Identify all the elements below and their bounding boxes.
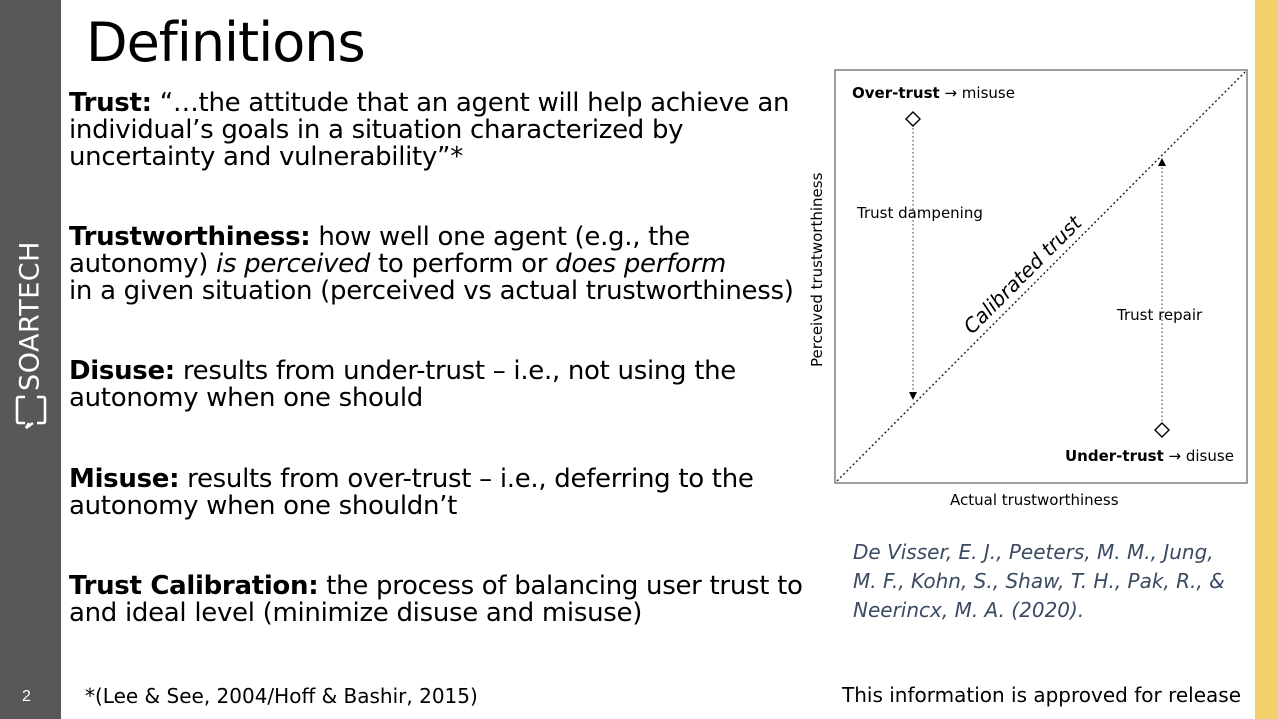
term-label: Misuse: xyxy=(69,464,180,494)
under-trust-label: Under-trust → disuse xyxy=(1065,447,1234,465)
calibration-diagonal-line xyxy=(836,71,1246,482)
definition-trust: Trust: “…the attitude that an agent will… xyxy=(69,90,809,171)
term-label: Disuse: xyxy=(69,356,175,386)
under-trust-consequence: → disuse xyxy=(1169,447,1234,465)
definition-misuse: Misuse: results from over-trust – i.e., … xyxy=(69,466,809,520)
trust-repair-label: Trust repair xyxy=(1116,306,1203,324)
trust-dampening-label: Trust dampening xyxy=(856,204,983,222)
definition-trustworthiness: Trustworthiness: how well one agent (e.g… xyxy=(69,224,809,305)
slide-title: Definitions xyxy=(86,11,366,74)
over-trust-label: Over-trust → misuse xyxy=(852,84,1015,102)
over-trust-term: Over-trust xyxy=(852,84,940,102)
right-accent-bar xyxy=(1255,0,1277,719)
definition-line: results from under-trust – i.e., not usi… xyxy=(182,356,736,386)
term-label: Trust: xyxy=(69,88,152,118)
over-trust-consequence: → misuse xyxy=(944,84,1014,102)
footnote: *(Lee & See, 2004/Hoff & Bashir, 2015) xyxy=(85,684,478,708)
definition-line: in a given situation (perceived vs actua… xyxy=(69,276,794,306)
term-label: Trustworthiness: xyxy=(69,222,311,252)
definition-text: to perform or xyxy=(370,249,556,279)
left-sidebar: SOARTECH 2 xyxy=(0,0,61,719)
definition-line: results from over-trust – i.e., deferrin… xyxy=(187,464,754,494)
citation-line: Neerincx, M. A. (2020). xyxy=(853,598,1085,622)
y-axis-label: Perceived trustworthiness xyxy=(808,172,826,367)
definition-emphasis: does perform xyxy=(555,249,727,279)
brand-wordmark: SOARTECH xyxy=(14,241,46,391)
definition-disuse: Disuse: results from under-trust – i.e.,… xyxy=(69,358,809,412)
dampening-arrowhead-icon xyxy=(909,392,917,400)
figure-citation: De Visser, E. J., Peeters, M. M., Jung, … xyxy=(853,538,1233,625)
term-label: Trust Calibration: xyxy=(69,571,319,601)
under-trust-marker xyxy=(1154,422,1170,438)
citation-line: De Visser, E. J., Peeters, M. M., Jung, xyxy=(853,540,1214,564)
definition-line: autonomy when one shouldn’t xyxy=(69,491,457,521)
release-notice: This information is approved for release xyxy=(842,683,1241,707)
x-axis-label: Actual trustworthiness xyxy=(950,491,1119,509)
over-trust-marker xyxy=(905,111,921,127)
definition-line: how well one agent (e.g., the xyxy=(318,222,690,252)
trust-calibration-diagram: Calibrated trust Over-trust → misuse Tru… xyxy=(808,69,1248,509)
definition-line: the process of balancing user trust to xyxy=(326,571,803,601)
definition-line: autonomy when one should xyxy=(69,383,423,413)
definition-line: uncertainty and vulnerability”* xyxy=(69,142,463,172)
under-trust-term: Under-trust xyxy=(1065,447,1164,465)
page-number: 2 xyxy=(22,688,31,705)
definition-trust-calibration: Trust Calibration: the process of balanc… xyxy=(69,573,809,627)
citation-line: M. F., Kohn, S., Shaw, T. H., Pak, R., & xyxy=(853,569,1225,593)
brand-logo-icon xyxy=(15,395,47,429)
definition-line: and ideal level (minimize disuse and mis… xyxy=(69,598,643,628)
definition-text: autonomy) xyxy=(69,249,217,279)
definition-line: “…the attitude that an agent will help a… xyxy=(159,88,790,118)
definition-line: individual’s goals in a situation charac… xyxy=(69,115,684,145)
repair-arrowhead-icon xyxy=(1158,158,1166,166)
definition-emphasis: is perceived xyxy=(216,249,371,279)
